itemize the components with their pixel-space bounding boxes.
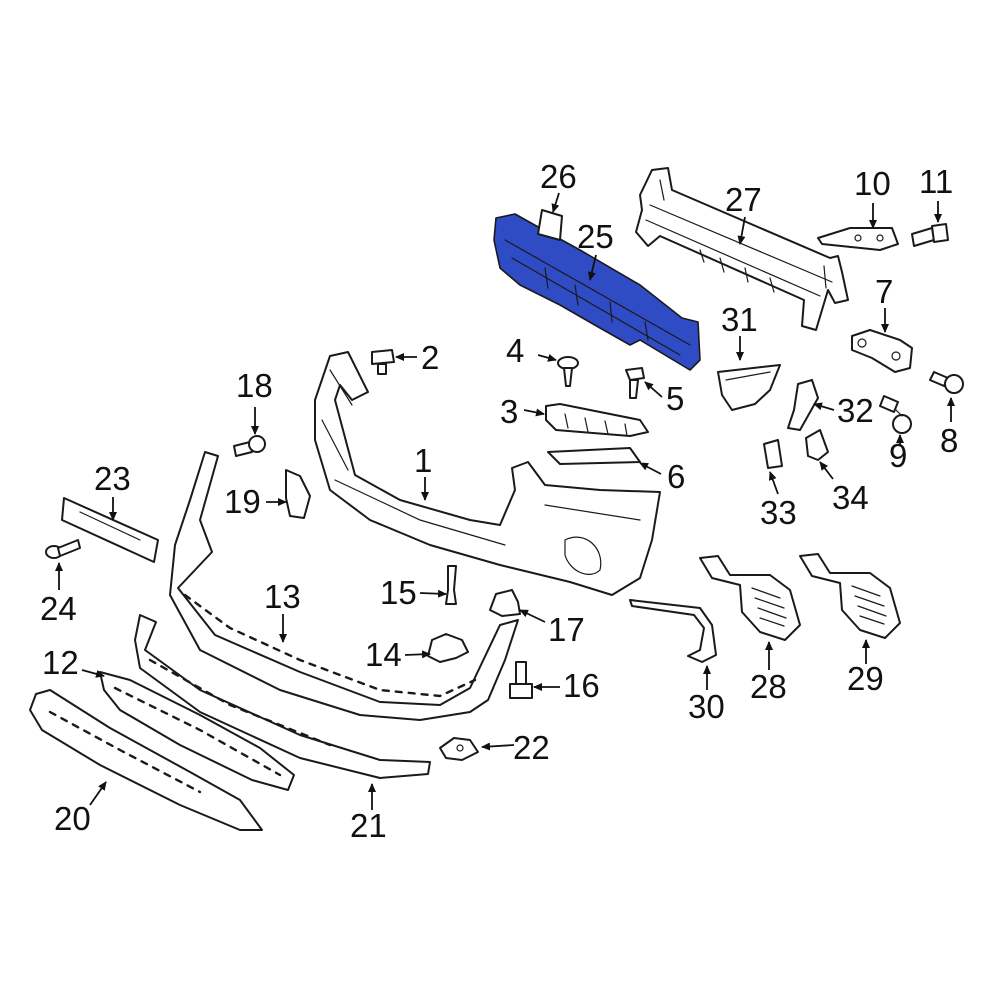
lower-valance-part-13[interactable]: [169, 451, 519, 721]
push-pin-part-2[interactable]: [371, 349, 395, 375]
molding-part-21[interactable]: [134, 614, 431, 779]
callout-29: 29: [847, 660, 884, 697]
callout-34: 34: [832, 479, 869, 516]
bracket-part-32[interactable]: [787, 379, 819, 431]
callout-21: 21: [350, 807, 387, 844]
label-part-26[interactable]: [537, 209, 563, 241]
callout-2: 2: [421, 339, 439, 376]
callout-12: 12: [42, 644, 79, 681]
callout-11: 11: [919, 163, 953, 200]
callout-26: 26: [540, 158, 577, 195]
bolt-part-11[interactable]: [911, 223, 949, 247]
bolt-part-9[interactable]: [879, 395, 912, 434]
callout-24: 24: [40, 590, 77, 627]
clip-part-33[interactable]: [763, 439, 783, 469]
callout-30: 30: [688, 688, 725, 725]
callout-33: 33: [760, 494, 797, 531]
lower-grille-part-12[interactable]: [99, 671, 295, 791]
bracket-part-7[interactable]: [851, 329, 913, 373]
bracket-part-14[interactable]: [427, 633, 469, 663]
callout-18: 18: [236, 367, 273, 404]
bolt-part-5[interactable]: [625, 367, 645, 399]
fog-bezel-part-29[interactable]: [799, 553, 901, 639]
nut-clip-part-22[interactable]: [439, 737, 479, 761]
callout-1: 1: [414, 442, 432, 479]
callout-4: 4: [506, 332, 524, 369]
retainer-part-15[interactable]: [445, 565, 457, 605]
callout-7: 7: [875, 273, 893, 310]
screw-part-4[interactable]: [557, 356, 579, 387]
callout-17: 17: [548, 611, 585, 648]
callout-15: 15: [380, 574, 417, 611]
callout-22: 22: [513, 729, 550, 766]
screw-part-24[interactable]: [45, 539, 81, 559]
callout-6: 6: [667, 458, 685, 495]
energy-absorber-part-25[interactable]: [493, 213, 701, 371]
bumper-cover-part-1[interactable]: [314, 351, 661, 596]
leader-lines: [55, 192, 955, 810]
callout-5: 5: [666, 380, 684, 417]
clip-part-34[interactable]: [805, 429, 829, 461]
screw-part-8[interactable]: [929, 371, 964, 394]
strip-part-6[interactable]: [547, 447, 641, 465]
callout-16: 16: [563, 667, 600, 704]
callout-13: 13: [264, 578, 301, 615]
push-pin-part-18[interactable]: [233, 435, 266, 457]
callout-27: 27: [725, 181, 762, 218]
callout-labels: 1 2 3 4 5 6 7 8 9 10 11 12 13 14 15 16 1…: [40, 158, 958, 844]
callout-9: 9: [889, 437, 907, 474]
tow-cap-part-19[interactable]: [285, 469, 311, 519]
trim-part-30[interactable]: [629, 599, 717, 663]
reinforcement-beam-part-27[interactable]: [635, 167, 849, 331]
callout-32: 32: [837, 392, 874, 429]
callout-31: 31: [721, 301, 758, 338]
callout-20: 20: [54, 800, 91, 837]
callout-28: 28: [750, 668, 787, 705]
bracket-part-10[interactable]: [817, 227, 899, 251]
callout-19: 19: [224, 483, 261, 520]
deflector-part-31[interactable]: [717, 364, 781, 411]
fog-bezel-part-28[interactable]: [699, 555, 801, 641]
bracket-part-3[interactable]: [545, 403, 649, 437]
skid-plate-part-20[interactable]: [29, 689, 263, 831]
license-bracket-part-23[interactable]: [61, 497, 159, 563]
callout-25: 25: [577, 218, 614, 255]
callout-8: 8: [940, 422, 958, 459]
callout-10: 10: [854, 165, 891, 202]
callout-3: 3: [500, 393, 518, 430]
bolt-part-16[interactable]: [509, 661, 533, 699]
clip-part-17[interactable]: [489, 589, 521, 617]
callout-14: 14: [365, 636, 402, 673]
callout-23: 23: [94, 460, 131, 497]
